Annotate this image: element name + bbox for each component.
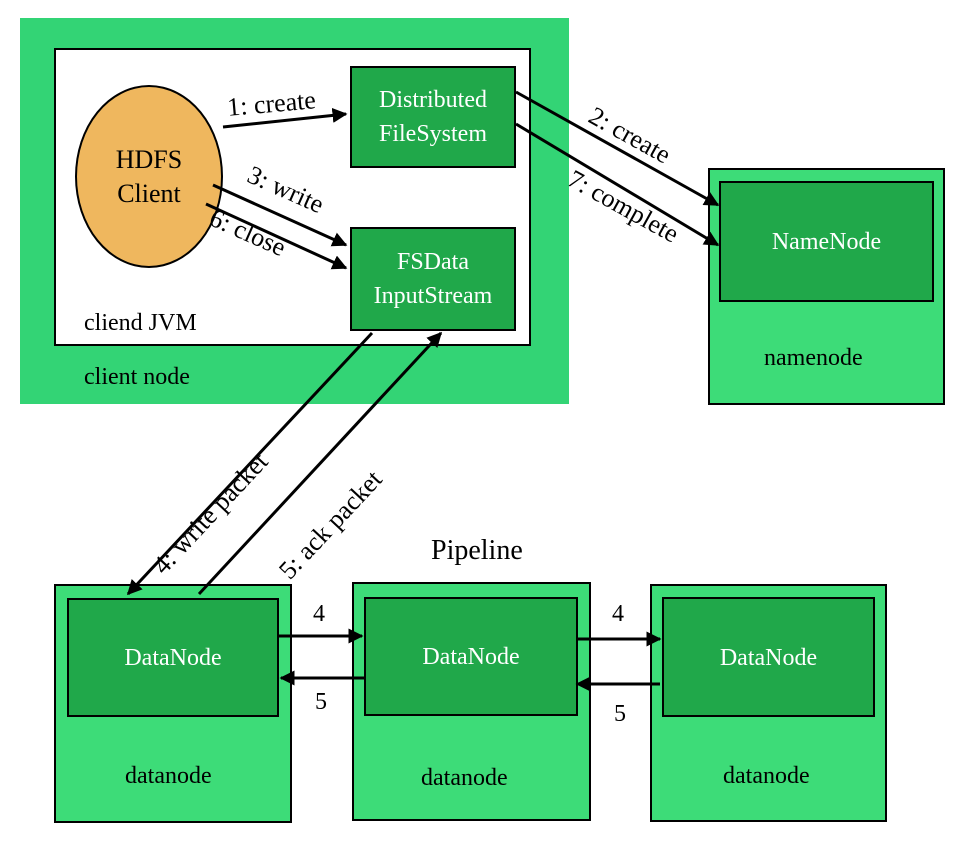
distributed-filesystem-line2: FileSystem (378, 121, 487, 147)
datanode-2: DataNode (364, 597, 578, 716)
pipeline-title: Pipeline (431, 535, 523, 566)
hdfs-client-line2: Client (117, 178, 181, 208)
namenode-host-label: namenode (764, 345, 863, 371)
datanode-3-label: DataNode (719, 645, 818, 671)
datanode-host-3-label: datanode (723, 763, 810, 789)
arrow-write-3 (212, 183, 348, 247)
arrow-write-packet-4 (126, 331, 374, 596)
fsdata-line2: InputStream (373, 283, 493, 309)
namenode: NameNode (719, 181, 934, 302)
pipeline-number-forward-1: 4 (313, 601, 325, 627)
pipeline-number-back-2: 5 (614, 701, 626, 727)
arrow-create-2 (515, 90, 720, 207)
fsdata-inputstream: FSData InputStream (350, 227, 516, 331)
arrow-create-1 (222, 107, 348, 129)
client-jvm-label: cliend JVM (84, 310, 197, 336)
arrow-ack-packet-5 (197, 331, 443, 596)
namenode-label: NameNode (771, 228, 882, 255)
datanode-1: DataNode (67, 598, 279, 717)
distributed-filesystem: Distributed FileSystem (350, 66, 516, 168)
hdfs-client: HDFS Client (75, 85, 223, 268)
fsdata-line1: FSData (396, 249, 469, 275)
datanode-1-label: DataNode (124, 644, 222, 671)
distributed-filesystem-line1: Distributed (378, 87, 487, 113)
datanode-3: DataNode (662, 597, 875, 717)
client-node-label: client node (84, 364, 190, 390)
arrow-close-6 (205, 202, 348, 270)
pipeline-number-forward-2: 4 (612, 601, 624, 627)
hdfs-client-line1: HDFS (115, 144, 183, 174)
datanode-host-1-label: datanode (125, 763, 212, 789)
datanode-host-2-label: datanode (421, 765, 508, 791)
datanode-2-label: DataNode (422, 643, 520, 670)
pipeline-number-back-1: 5 (315, 689, 327, 715)
arrow-complete-7 (515, 122, 720, 247)
